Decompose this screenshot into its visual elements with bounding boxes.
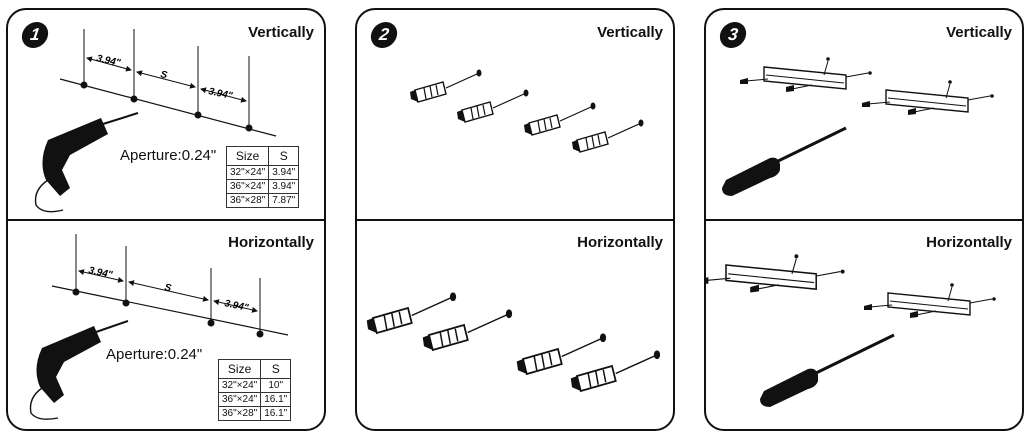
orientation-label-vertical: Vertically: [597, 24, 663, 41]
dim-label: 3.94": [87, 265, 113, 281]
table-cell: 10": [260, 378, 292, 393]
panel-divider: [706, 219, 1022, 221]
step-3-panel: 3 Vertically Horizontally: [704, 8, 1024, 431]
table-cell: 32"×24": [225, 165, 270, 180]
dim-label: S: [163, 282, 172, 294]
dim-label: S: [159, 69, 168, 81]
table-header: Size: [225, 146, 270, 166]
measurement-guide-bottom: 3.94" S 3.94": [51, 234, 289, 338]
panel-divider: [8, 219, 324, 221]
orientation-label-vertical: Vertically: [248, 24, 314, 41]
step-1-panel: 3.94" S 3.94" 3.94" S 3.94": [6, 8, 326, 431]
drill-icon: [29, 320, 129, 420]
screwdriver-icon: [760, 333, 895, 407]
table-cell: 16.1": [260, 406, 292, 421]
table-cell: 7.87": [268, 193, 300, 208]
table-cell: 36"×28": [225, 193, 270, 208]
orientation-label-horizontal: Horizontally: [228, 234, 314, 251]
table-cell: 36"×24": [225, 179, 270, 194]
anchor-screw-set-bottom: [365, 291, 661, 392]
aperture-label: Aperture:0.24": [106, 346, 203, 363]
bracket-set-bottom: [706, 253, 997, 319]
table-cell: 3.94": [268, 179, 300, 194]
table-header: S: [260, 359, 292, 379]
aperture-label: Aperture:0.24": [120, 147, 217, 164]
measurement-guide-top: 3.94" S 3.94": [59, 29, 277, 137]
screwdriver-icon: [722, 126, 847, 196]
orientation-label-horizontal: Horizontally: [577, 234, 663, 251]
table-header: S: [268, 146, 300, 166]
bracket-set-top: [739, 56, 995, 116]
step-2-panel: 2 Vertically Horizontally: [355, 8, 675, 431]
anchor-screw-set-top: [409, 68, 645, 153]
orientation-label-vertical: Vertically: [946, 24, 1012, 41]
drill-diagram: 3.94" S 3.94" 3.94" S 3.94": [29, 29, 289, 420]
orientation-label-horizontal: Horizontally: [926, 234, 1012, 251]
drill-icon: [34, 112, 139, 213]
table-cell: 3.94": [268, 165, 300, 180]
table-cell: 32"×24": [217, 378, 262, 393]
table-cell: 36"×28": [217, 406, 262, 421]
dim-label: 3.94": [95, 53, 121, 69]
dim-label: 3.94": [223, 298, 249, 314]
table-cell: 16.1": [260, 392, 292, 407]
dim-label: 3.94": [207, 86, 233, 102]
panel-divider: [357, 219, 673, 221]
table-cell: 36"×24": [217, 392, 262, 407]
table-header: Size: [217, 359, 262, 379]
bracket-mount-diagram: [706, 56, 997, 407]
